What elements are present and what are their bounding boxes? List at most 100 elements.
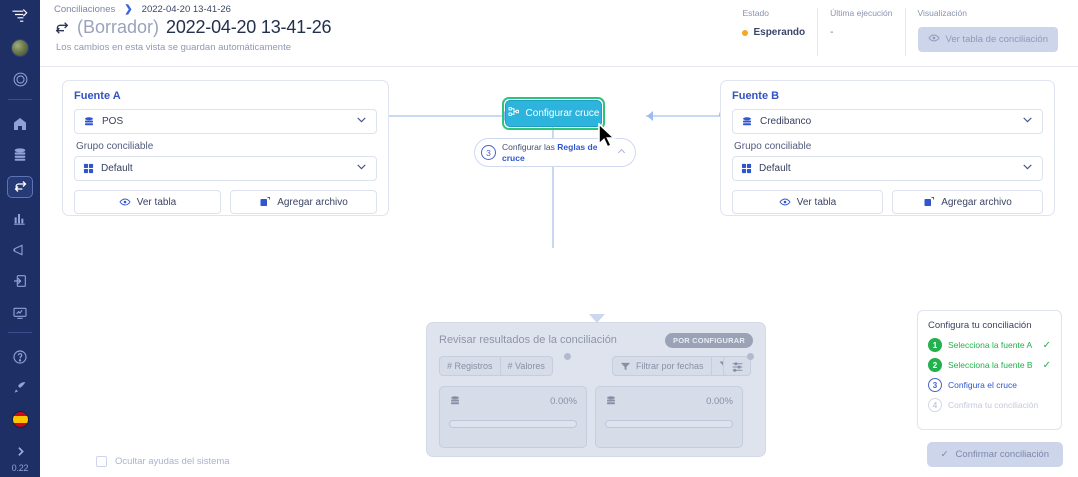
monitor-icon[interactable] [7,302,33,323]
source-b-add-file-label: Agregar archivo [941,196,1012,208]
result-box-b: 0.00% [595,386,743,448]
login-box-icon[interactable] [7,271,33,292]
helper-step-1-number: 1 [928,338,942,352]
filter-dates-button[interactable]: Filtrar por fechas [612,356,712,376]
filter-group: Filtrar por fechas [612,356,739,376]
confirm-reconciliation-label: Confirmar conciliación [955,449,1049,460]
sidebar: 0.22 [0,0,40,477]
helper-step-2[interactable]: 2 Selecciona la fuente B ✓ [928,358,1051,372]
source-b-title: Fuente B [732,90,780,102]
database-icon [83,116,95,128]
connector-arrow-b [647,111,653,121]
source-a-add-file-button[interactable]: Agregar archivo [230,190,377,214]
eye-icon [779,196,791,208]
page-subtitle: Los cambios en esta vista se guardan aut… [56,42,291,53]
breadcrumb-root[interactable]: Conciliaciones [54,3,116,15]
eye-icon [119,196,131,208]
helper-step-3[interactable]: 3 Configura el cruce [928,378,1051,392]
toggle-valores[interactable]: # Valores [500,356,553,376]
visualizacion-column: Visualización Ver tabla de conciliación [904,8,1070,56]
source-a-title: Fuente A [74,90,121,102]
source-a-select[interactable]: POS [74,109,377,134]
source-a-add-file-label: Agregar archivo [277,196,348,208]
source-a-view-table-label: Ver tabla [136,196,177,208]
results-status-badge: POR CONFIGURAR [665,333,753,348]
hide-system-help-checkbox[interactable] [96,456,107,467]
helper-title: Configura tu conciliación [928,320,1032,331]
source-a-view-table-button[interactable]: Ver tabla [74,190,221,214]
database-icon [449,395,461,407]
chevron-down-icon [1021,160,1034,178]
ultima-ejecucion-column: Última ejecución - [817,8,904,56]
tooltip-step-3[interactable]: 3 Configurar las Reglas de cruce [474,138,636,167]
flag-es-icon[interactable] [7,409,33,430]
view-reconciliation-table-button[interactable]: Ver tabla de conciliación [917,27,1058,52]
result-b-progress-bar [605,420,733,428]
source-b-select[interactable]: Credibanco [732,109,1043,134]
database-icon[interactable] [7,145,33,166]
results-settings-nub [747,353,754,360]
connector-center-to-b [646,115,723,117]
eye-icon [927,32,940,47]
chevron-up-icon[interactable] [616,144,627,162]
helper-step-4-label: Confirma tu conciliación [948,400,1039,410]
app-version: 0.22 [11,462,29,473]
chevron-right-icon[interactable] [7,441,33,462]
source-b-value: Credibanco [760,116,812,127]
connector-a-to-center [385,115,505,117]
add-file-icon [923,196,935,208]
avatar[interactable] [7,37,33,58]
breadcrumb-current: 2022-04-20 13-41-26 [141,3,231,15]
logo-icon[interactable] [7,6,33,27]
megaphone-icon[interactable] [7,239,33,260]
source-a-group-select[interactable]: Default [74,156,377,181]
account-circle-icon[interactable] [7,69,33,90]
top-bar: Conciliaciones ❯ 2022-04-20 13-41-26 (Bo… [40,0,1078,66]
header-divider [40,66,1078,67]
home-icon[interactable] [7,113,33,134]
sidebar-item-conciliaciones[interactable] [7,175,33,198]
database-icon [741,116,753,128]
filter-icon [620,361,631,372]
helper-step-4: 4 Confirma tu conciliación [928,398,1051,412]
highlight-ring [502,97,605,130]
toggle-registros[interactable]: # Registros [439,356,501,376]
bar-chart-icon[interactable] [7,208,33,229]
results-settings-button[interactable] [723,356,751,376]
draft-tag: (Borrador) [77,17,160,37]
source-b-add-file-button[interactable]: Agregar archivo [892,190,1043,214]
helper-step-3-number: 3 [928,378,942,392]
ultima-ejecucion-value: - [830,27,834,38]
helper-step-2-number: 2 [928,358,942,372]
configure-cross-button[interactable]: Configurar cruce [505,100,602,127]
source-b-view-table-button[interactable]: Ver tabla [732,190,883,214]
sliders-icon [731,360,744,373]
estado-column: Estado Esperando [730,8,817,56]
source-a-group-value: Default [101,163,133,174]
connector-arrow-results [589,314,605,323]
check-icon: ✓ [940,449,949,460]
source-b-group-value: Default [759,163,791,174]
rocket-icon[interactable] [7,378,33,399]
configure-cross-wrap: Configurar cruce [502,97,605,130]
header-meta: Estado Esperando Última ejecución - Visu… [730,8,1070,56]
source-b-view-table-label: Ver tabla [796,196,837,208]
hide-system-help-label: Ocultar ayudas del sistema [115,456,230,467]
tooltip-prefix: Configurar las [502,142,558,152]
help-circle-icon[interactable] [7,346,33,367]
source-b-group-label: Grupo conciliable [734,141,812,152]
source-a-card: Fuente A POS Grupo conciliable [62,80,389,216]
status-value: Esperando [753,27,806,38]
configure-cross-label: Configurar cruce [525,108,600,119]
flow-nodes-icon [508,106,520,121]
source-b-group-select[interactable]: Default [732,156,1043,181]
visualizacion-label: Visualización [917,8,967,18]
helper-step-1[interactable]: 1 Selecciona la fuente A ✓ [928,338,1051,352]
helper-step-2-label: Selecciona la fuente B [948,360,1033,370]
confirm-reconciliation-button[interactable]: ✓ Confirmar conciliación [926,442,1063,467]
status-dot-icon [742,29,749,36]
page-title-text: 2022-04-20 13-41-26 [166,17,332,37]
hide-system-help-row[interactable]: Ocultar ayudas del sistema [96,456,230,467]
source-a-value: POS [102,116,124,127]
